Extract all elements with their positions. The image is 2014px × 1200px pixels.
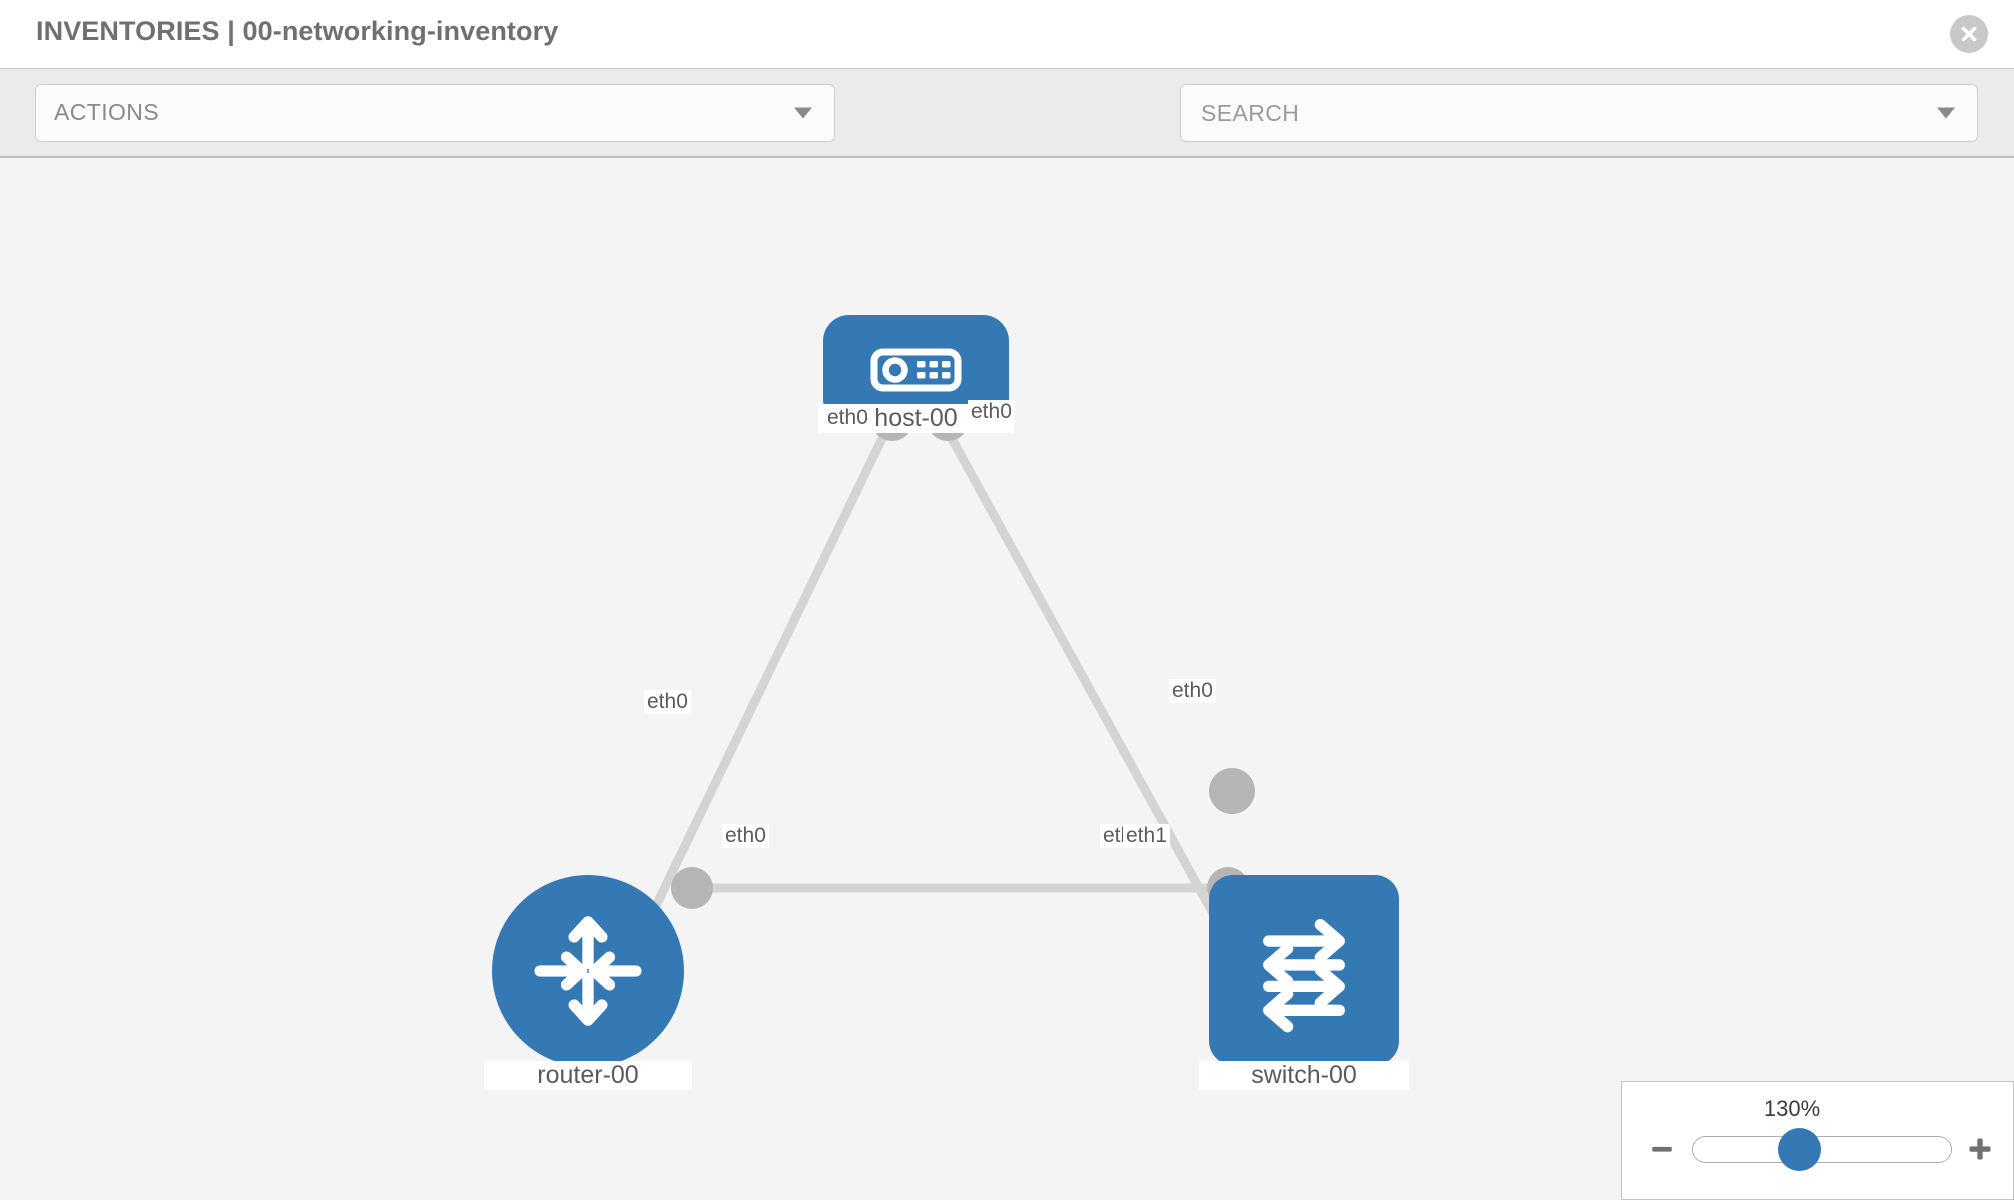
- switch-arrows-icon: [1263, 918, 1345, 1033]
- iface-label-switch-up: eth0: [1169, 679, 1216, 703]
- zoom-out-button[interactable]: [1645, 1132, 1679, 1166]
- zoom-slider-thumb[interactable]: [1778, 1128, 1821, 1171]
- iface-label-router-right: eth0: [722, 824, 769, 848]
- iface-label-switch-left-b: eth1: [1123, 824, 1170, 848]
- actions-dropdown-label: ACTIONS: [54, 99, 160, 125]
- node-switch-00[interactable]: switch-00: [1199, 875, 1409, 1090]
- search-field[interactable]: [1180, 84, 1978, 142]
- zoom-in-button[interactable]: [1963, 1132, 1997, 1166]
- plus-icon: [1969, 1138, 1991, 1160]
- page-title: INVENTORIES | 00-networking-inventory: [36, 16, 559, 46]
- topology-canvas[interactable]: host-00: [0, 158, 2014, 1200]
- toolbar: ACTIONS: [0, 68, 2014, 193]
- node-router-shape[interactable]: [492, 875, 684, 1067]
- connector-switch-top: [1209, 768, 1255, 814]
- zoom-slider[interactable]: [1692, 1136, 1952, 1163]
- chevron-down-icon: [794, 107, 812, 119]
- search-input[interactable]: [1199, 85, 1899, 141]
- router-arrows-icon: [534, 916, 642, 1026]
- zoom-control-panel: 130%: [1621, 1081, 2014, 1200]
- close-icon[interactable]: [1950, 15, 1988, 53]
- page-header: INVENTORIES | 00-networking-inventory: [0, 0, 2014, 68]
- server-icon: [870, 348, 962, 392]
- edge-host-router: [645, 424, 893, 920]
- node-router-label: router-00: [484, 1061, 692, 1090]
- connector-router-right: [671, 867, 713, 909]
- node-switch-label: switch-00: [1199, 1061, 1409, 1090]
- chevron-down-icon[interactable]: [1937, 107, 1955, 119]
- iface-label-host-left: eth0: [824, 406, 871, 430]
- zoom-level-label: 130%: [1763, 1096, 1821, 1121]
- actions-dropdown[interactable]: ACTIONS: [35, 84, 835, 142]
- node-router-00[interactable]: router-00: [484, 875, 692, 1090]
- minus-icon: [1652, 1146, 1672, 1152]
- node-switch-shape[interactable]: [1209, 875, 1399, 1065]
- iface-label-host-right: eth0: [968, 400, 1015, 424]
- iface-label-router-up: eth0: [644, 690, 691, 714]
- edge-host-switch: [941, 423, 1236, 951]
